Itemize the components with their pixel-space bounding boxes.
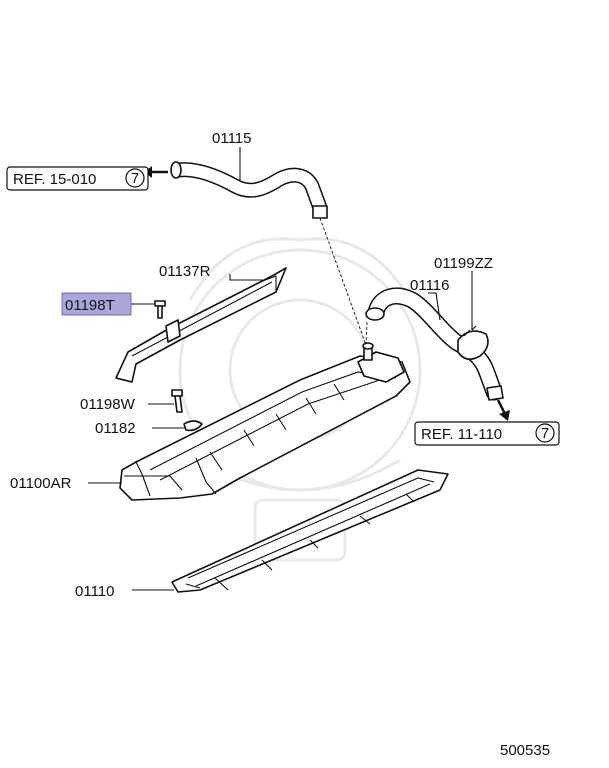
label-01198W[interactable]: 01198W	[80, 396, 136, 413]
label-01100AR[interactable]: 01100AR	[10, 475, 72, 492]
label-01116[interactable]: 01116	[410, 277, 450, 294]
label-01198T: 01198T	[65, 297, 115, 314]
label-01137R[interactable]: 01137R	[159, 263, 211, 280]
ref-box-top[interactable]: REF. 15-010 7	[6, 166, 149, 191]
hose-01115[interactable]	[170, 161, 328, 219]
washer-01182[interactable]	[183, 420, 203, 432]
label-01182[interactable]: 01182	[95, 420, 136, 437]
ref-top-circle	[125, 168, 145, 188]
label-01115[interactable]: 01115	[212, 130, 252, 147]
arrow-to-ref-bottom	[496, 399, 510, 421]
gasket-01110[interactable]	[171, 469, 449, 593]
label-01198T-highlighted[interactable]: 01198T	[61, 292, 132, 316]
ref-bottom-text: REF. 11-110	[421, 426, 502, 443]
ref-top-circle-number: 7	[131, 170, 139, 187]
bolt-01198W[interactable]	[171, 389, 183, 413]
label-01199ZZ[interactable]: 01199ZZ	[434, 255, 493, 272]
ref-bottom-circle	[535, 423, 555, 443]
ref-top-text: REF. 15-010	[13, 171, 96, 188]
leader-lines	[88, 147, 473, 591]
bolt-01198T[interactable]	[154, 300, 166, 319]
rocker-cover-01100AR[interactable]	[119, 342, 411, 501]
ref-bottom-circle-number: 7	[541, 425, 549, 442]
ref-box-bottom[interactable]: REF. 11-110 7	[414, 421, 560, 446]
hose-clamp-01199ZZ[interactable]	[457, 325, 489, 360]
diagram-code: 500535	[500, 742, 550, 759]
label-01110[interactable]: 01110	[75, 583, 115, 600]
alignment-lines	[319, 217, 368, 346]
